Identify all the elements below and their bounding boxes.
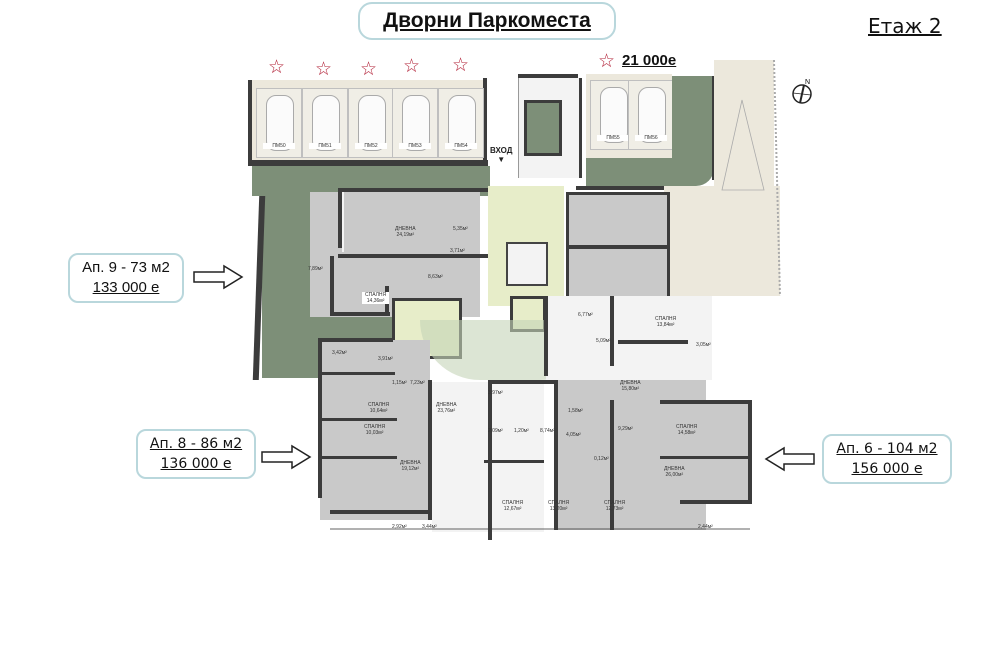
apartment-9-callout[interactable]: Ап. 9 - 73 м2 133 000 е: [68, 253, 184, 303]
parking-slot[interactable]: ПМ56: [628, 80, 674, 150]
star-icon: ☆: [268, 57, 286, 78]
star-icon: ☆: [360, 59, 378, 80]
title-box: Дворни Паркоместа: [358, 2, 616, 40]
parking-slot[interactable]: ПМ54: [438, 88, 484, 158]
star-icon: ☆: [452, 55, 470, 76]
parking-slot[interactable]: ПМ51: [302, 88, 348, 158]
star-icon: ☆: [315, 59, 333, 80]
apartment-8-callout[interactable]: Ап. 8 - 86 м2 136 000 е: [136, 429, 256, 479]
parking-slot[interactable]: ПМ50: [256, 88, 302, 158]
apartment-title: Ап. 6 - 104 м2: [836, 441, 938, 457]
arrow-left-icon: [764, 446, 816, 472]
compass-icon: N: [790, 76, 816, 111]
entrance-label: ВХОД▼: [490, 146, 513, 164]
arrow-right-icon: [260, 444, 312, 470]
apartment-price: 156 000 е: [851, 461, 923, 477]
apartment-title: Ап. 8 - 86 м2: [149, 436, 243, 452]
floor-label: Етаж 2: [868, 14, 942, 38]
star-icon: ☆: [403, 56, 421, 77]
star-icon: ☆: [598, 51, 616, 72]
arrow-right-icon: [192, 264, 244, 290]
svg-text:N: N: [805, 79, 810, 86]
parking-price: 21 000е: [622, 52, 677, 69]
apartment-title: Ап. 9 - 73 м2: [82, 259, 170, 276]
page-title: Дворни Паркоместа: [383, 9, 591, 32]
apartment-6-callout[interactable]: Ап. 6 - 104 м2 156 000 е: [822, 434, 952, 484]
parking-slot[interactable]: ПМ52: [348, 88, 394, 158]
apartment-price: 133 000 е: [92, 279, 160, 296]
apartment-price: 136 000 е: [160, 456, 232, 472]
parking-slot[interactable]: ПМ53: [392, 88, 438, 158]
